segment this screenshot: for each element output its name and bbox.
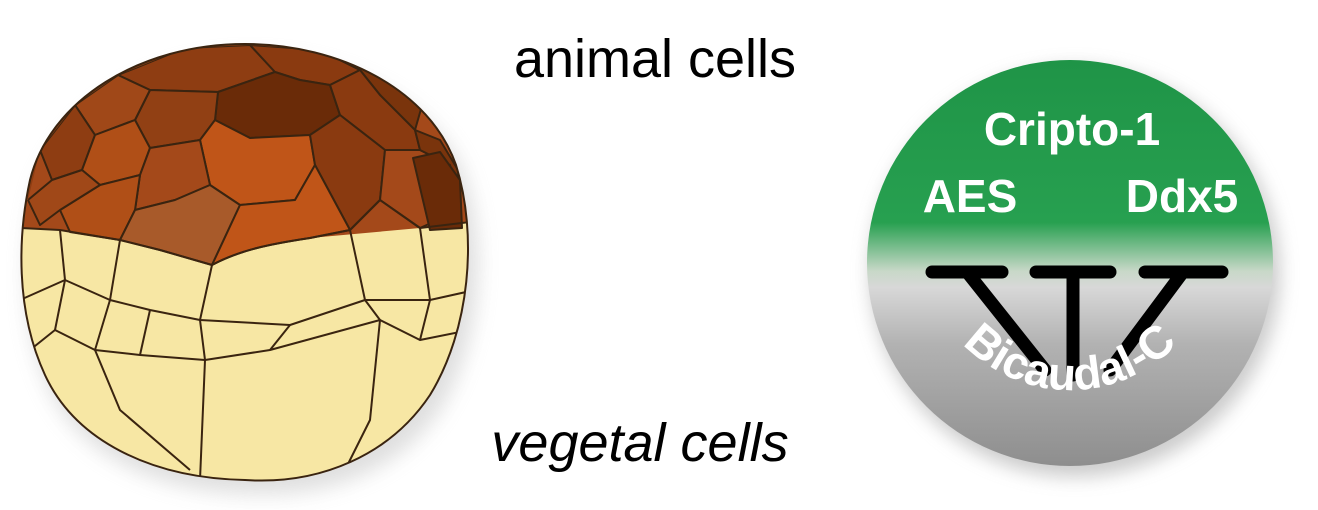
gene-label-ddx5: Ddx5 <box>1126 170 1238 222</box>
vegetal-cells-label: vegetal cells <box>420 412 860 474</box>
animal-cells-label: animal cells <box>470 28 840 90</box>
gene-label-cripto-1: Cripto-1 <box>984 103 1160 155</box>
gene-interaction-disk: Cripto-1 AES Ddx5 Bicaudal-C <box>840 40 1310 500</box>
gene-label-aes: AES <box>923 170 1018 222</box>
